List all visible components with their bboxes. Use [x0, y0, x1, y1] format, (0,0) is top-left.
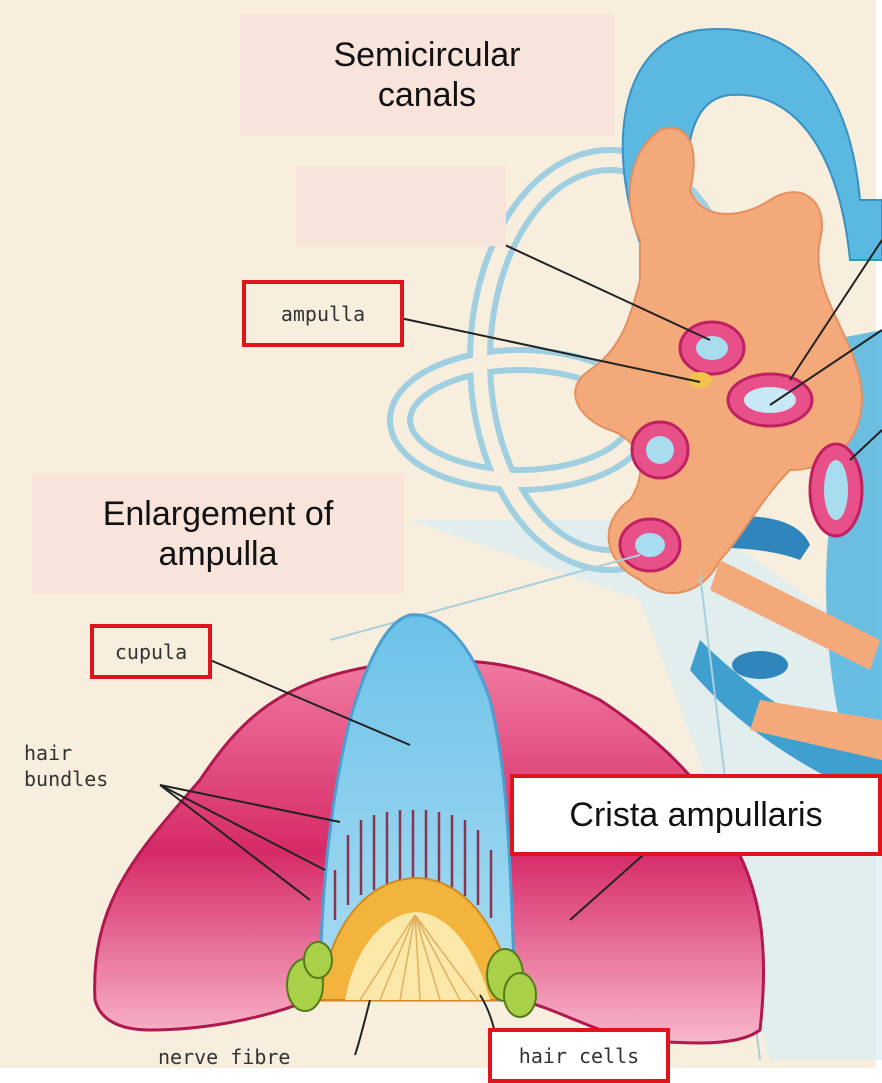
crista-text: Crista ampullaris — [569, 796, 822, 835]
label-ampulla: ampulla — [242, 280, 404, 347]
label-nerve-fibre: nerve fibre — [158, 1044, 290, 1070]
hair-bundles-line2: bundles — [24, 766, 108, 792]
semicircular-canals-text: Semicircular canals — [317, 35, 537, 115]
hair-bundles-line1: hair — [24, 740, 108, 766]
hair-cells-text: hair cells — [519, 1044, 639, 1068]
cupula-text: cupula — [115, 640, 187, 664]
bottom-margin — [0, 1068, 882, 1083]
label-cupula: cupula — [90, 624, 212, 679]
label-hair-cells: hair cells — [488, 1028, 670, 1083]
enlargement-text: Enlargement of ampulla — [58, 494, 378, 574]
label-enlargement-of-ampulla: Enlargement of ampulla — [32, 474, 404, 594]
label-semicircular-canals: Semicircular canals — [240, 14, 614, 136]
label-crista-ampullaris: Crista ampullaris — [510, 774, 882, 856]
blue-spot — [732, 651, 788, 679]
nerve-fibre-text: nerve fibre — [158, 1045, 290, 1069]
label-hair-bundles: hair bundles — [24, 740, 108, 792]
ampulla-text: ampulla — [281, 302, 365, 326]
label-blank-box — [296, 166, 506, 246]
